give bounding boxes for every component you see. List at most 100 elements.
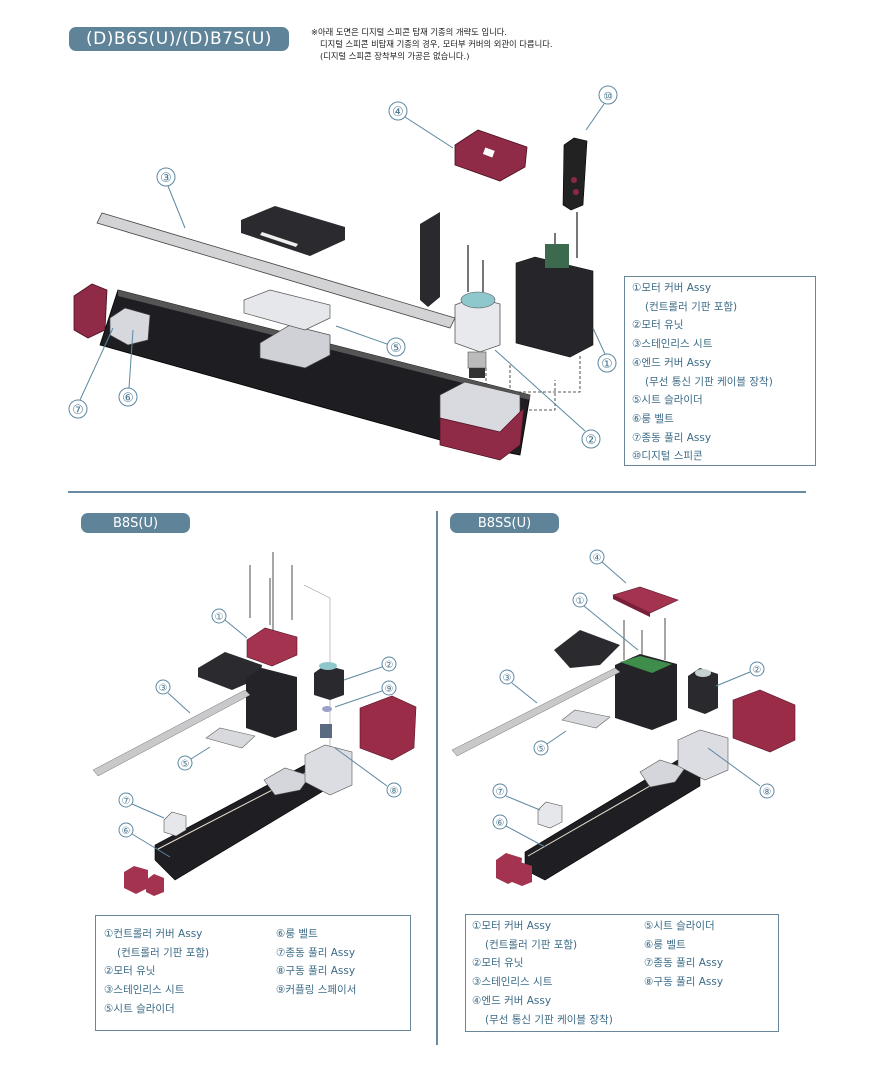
legend-item: ⑥룽 벨트: [276, 928, 318, 940]
b8ss-top-cover-red: [612, 586, 679, 614]
callout-6: ⑥: [492, 814, 546, 848]
b8ss-title: B8SS(U): [477, 515, 532, 531]
svg-text:②: ②: [385, 660, 394, 671]
legend-item: ④엔드 커버 Assy: [632, 356, 712, 369]
legend-item: ⑤시트 슬라이더: [644, 920, 715, 932]
legend-item: ⑨커플링 스페이서: [276, 984, 357, 997]
section-divider-vertical: [436, 511, 438, 1045]
b8s-motor: [314, 662, 344, 738]
model-title-badge: (D)B6S(U)/(D)B7S(U): [69, 27, 289, 51]
callout-1: ①: [572, 592, 639, 651]
motor-cover-extrusion: [515, 244, 594, 358]
b8ss-parts-legend: ①모터 커버 Assy (컨트롤러 기판 포함) ②모터 유닛 ③스테인리스 시…: [465, 914, 779, 1032]
digital-spicon: [562, 137, 588, 211]
legend-item: ⑥룽 벨트: [644, 938, 686, 951]
svg-text:⑦: ⑦: [496, 787, 505, 798]
idler-end-cap: [73, 283, 108, 339]
callout-4: ④: [388, 101, 454, 149]
legend-item: ⑤시트 슬라이더: [104, 1002, 175, 1015]
legend-item-sub: (컨트롤러 기판 포함): [645, 300, 738, 313]
svg-text:③: ③: [160, 171, 172, 186]
legend-item-sub: (컨트롤러 기판 포함): [117, 946, 210, 959]
legend-item: ①모터 커버 Assy: [472, 920, 552, 932]
callout-7: ⑦: [118, 792, 165, 819]
callout-4: ④: [589, 549, 627, 584]
end-cover-red: [454, 129, 528, 182]
legend-item: ⑦종동 풀리 Assy: [276, 946, 356, 959]
svg-text:⑧: ⑧: [390, 786, 399, 797]
svg-text:①: ①: [215, 612, 224, 623]
callout-8: ⑧: [334, 747, 402, 798]
svg-text:⑥: ⑥: [122, 391, 134, 406]
legend-item: ③스테인리스 시트: [104, 984, 185, 997]
callout-9: ⑨: [334, 680, 397, 708]
callout-7: ⑦: [68, 327, 114, 419]
legend-column: ⑥룽 벨트 ⑦종동 풀리 Assy ⑧구동 풀리 Assy ⑨커플링 스페이서: [276, 925, 356, 1030]
section-divider-horizontal: [68, 491, 806, 493]
callout-2: ②: [494, 349, 601, 449]
b8s-motor-cover-red: [359, 695, 417, 761]
svg-text:⑦: ⑦: [72, 403, 84, 418]
legend-item: ①컨트롤러 커버 Assy: [104, 928, 203, 940]
legend-item-sub: (무선 통신 기판 케이블 장착): [485, 1013, 613, 1026]
callout-2: ②: [343, 656, 397, 681]
svg-text:⑩: ⑩: [603, 90, 613, 103]
legend-item: ④엔드 커버 Assy: [472, 994, 552, 1007]
svg-text:⑥: ⑥: [496, 818, 505, 829]
b8ss-motor: [688, 668, 718, 714]
callout-5: ⑤: [533, 730, 567, 756]
note-line: ※아래 도면은 디지털 스피콘 탑재 기종의 개략도 입니다.: [311, 27, 507, 37]
svg-text:⑨: ⑨: [385, 684, 394, 695]
drawing-note: ※아래 도면은 디지털 스피콘 탑재 기종의 개략도 입니다. 디지털 스피콘 …: [311, 26, 552, 62]
callout-2: ②: [715, 661, 765, 687]
black-cover-plate: [241, 206, 345, 256]
legend-column: ⑤시트 슬라이더 ⑥룽 벨트 ⑦종동 풀리 Assy ⑧구동 풀리 Assy: [644, 917, 723, 1031]
callout-3: ③: [156, 167, 186, 229]
legend-item: ②모터 유닛: [104, 965, 156, 978]
top-parts-legend: ①모터 커버 Assy (컨트롤러 기판 포함) ②모터 유닛 ③스테인리스 시…: [624, 276, 816, 466]
controller-cover-red: [246, 627, 298, 667]
legend-column: ①모터 커버 Assy (컨트롤러 기판 포함) ②모터 유닛 ③스테인리스 시…: [472, 917, 644, 1031]
controller-box: [246, 668, 297, 738]
callout-10: ⑩: [585, 85, 618, 131]
legend-item: ⑥룽 벨트: [632, 412, 674, 425]
callout-1: ①: [211, 608, 248, 639]
svg-text:③: ③: [503, 673, 512, 684]
callout-6: ⑥: [118, 329, 138, 407]
svg-text:②: ②: [585, 433, 597, 448]
b8s-parts-legend: ①컨트롤러 커버 Assy (컨트롤러 기판 포함) ②모터 유닛 ③스테인리스…: [95, 915, 411, 1031]
svg-text:⑤: ⑤: [390, 341, 402, 356]
top-exploded-diagram: ④ ⑩ ③ ⑤ ① ② ⑦ ⑥: [68, 85, 618, 461]
svg-text:③: ③: [159, 683, 168, 694]
b8ss-controller-box: [615, 654, 677, 730]
model-title: (D)B6S(U)/(D)B7S(U): [86, 29, 272, 49]
legend-item: ⑧구동 풀리 Assy: [644, 976, 724, 989]
legend-item: ⑩디지털 스피콘: [632, 450, 703, 463]
legend-item: ②모터 유닛: [472, 957, 524, 970]
legend-item: ⑦종동 풀리 Assy: [632, 431, 712, 444]
b8ss-exploded-diagram: ④ ① ② ③ ⑤ ⑧ ⑦ ⑥: [451, 549, 796, 886]
b8s-stainless-sheet: [92, 689, 251, 777]
note-line: (디지털 스피콘 장착부의 가공은 없습니다.): [320, 51, 470, 61]
b8ss-motor-cover-red: [732, 689, 796, 753]
b8s-title: B8S(U): [112, 515, 159, 531]
svg-text:②: ②: [753, 665, 762, 676]
b8s-title-badge: B8S(U): [81, 513, 190, 533]
legend-item: ①모터 커버 Assy: [632, 282, 712, 294]
legend-item: ③스테인리스 시트: [472, 976, 553, 989]
legend-item: ⑦종동 풀리 Assy: [644, 957, 724, 970]
svg-text:⑤: ⑤: [537, 744, 546, 755]
svg-text:⑧: ⑧: [763, 787, 772, 798]
side-panel: [420, 212, 440, 307]
legend-item: ②모터 유닛: [632, 319, 684, 332]
motor-unit: [454, 291, 501, 378]
callout-8: ⑧: [707, 747, 775, 799]
callout-3: ③: [155, 679, 191, 714]
legend-item: ⑤시트 슬라이더: [632, 394, 703, 407]
svg-text:④: ④: [593, 553, 602, 564]
actuator-rail: [99, 289, 531, 461]
callout-5: ⑤: [177, 746, 211, 771]
note-line: 디지털 스피콘 비탑재 기종의 경우, 모터부 커버의 외관이 다릅니다.: [320, 39, 553, 49]
legend-item: ③스테인리스 시트: [632, 338, 713, 351]
